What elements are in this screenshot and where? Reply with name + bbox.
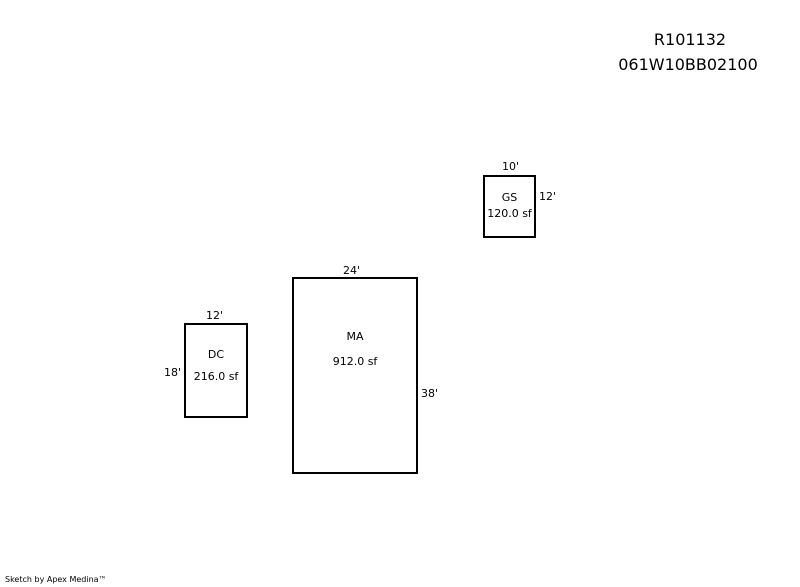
dc-depth-dimension: 18'	[164, 366, 182, 379]
gs-area-label: 120.0 sf	[487, 207, 532, 220]
dc-code-label: DC	[207, 348, 225, 361]
dc-width-dimension: 12'	[206, 309, 224, 322]
gs-depth-dimension: 12'	[539, 190, 557, 203]
account-number: R101132	[653, 30, 727, 49]
ma-depth-dimension: 38'	[421, 387, 439, 400]
gs-code-label: GS	[501, 191, 518, 204]
dc-area-label: 216.0 sf	[193, 370, 239, 383]
ma-width-dimension: 24'	[343, 264, 361, 277]
map-number: 061W10BB02100	[618, 55, 758, 74]
gs-outline	[483, 175, 536, 238]
gs-width-dimension: 10'	[502, 160, 520, 173]
ma-outline	[292, 277, 418, 474]
ma-code-label: MA	[346, 330, 364, 343]
ma-area-label: 912.0 sf	[332, 355, 378, 368]
dc-outline	[184, 323, 248, 418]
sketch-credit: Sketch by Apex Medina™	[5, 575, 107, 584]
